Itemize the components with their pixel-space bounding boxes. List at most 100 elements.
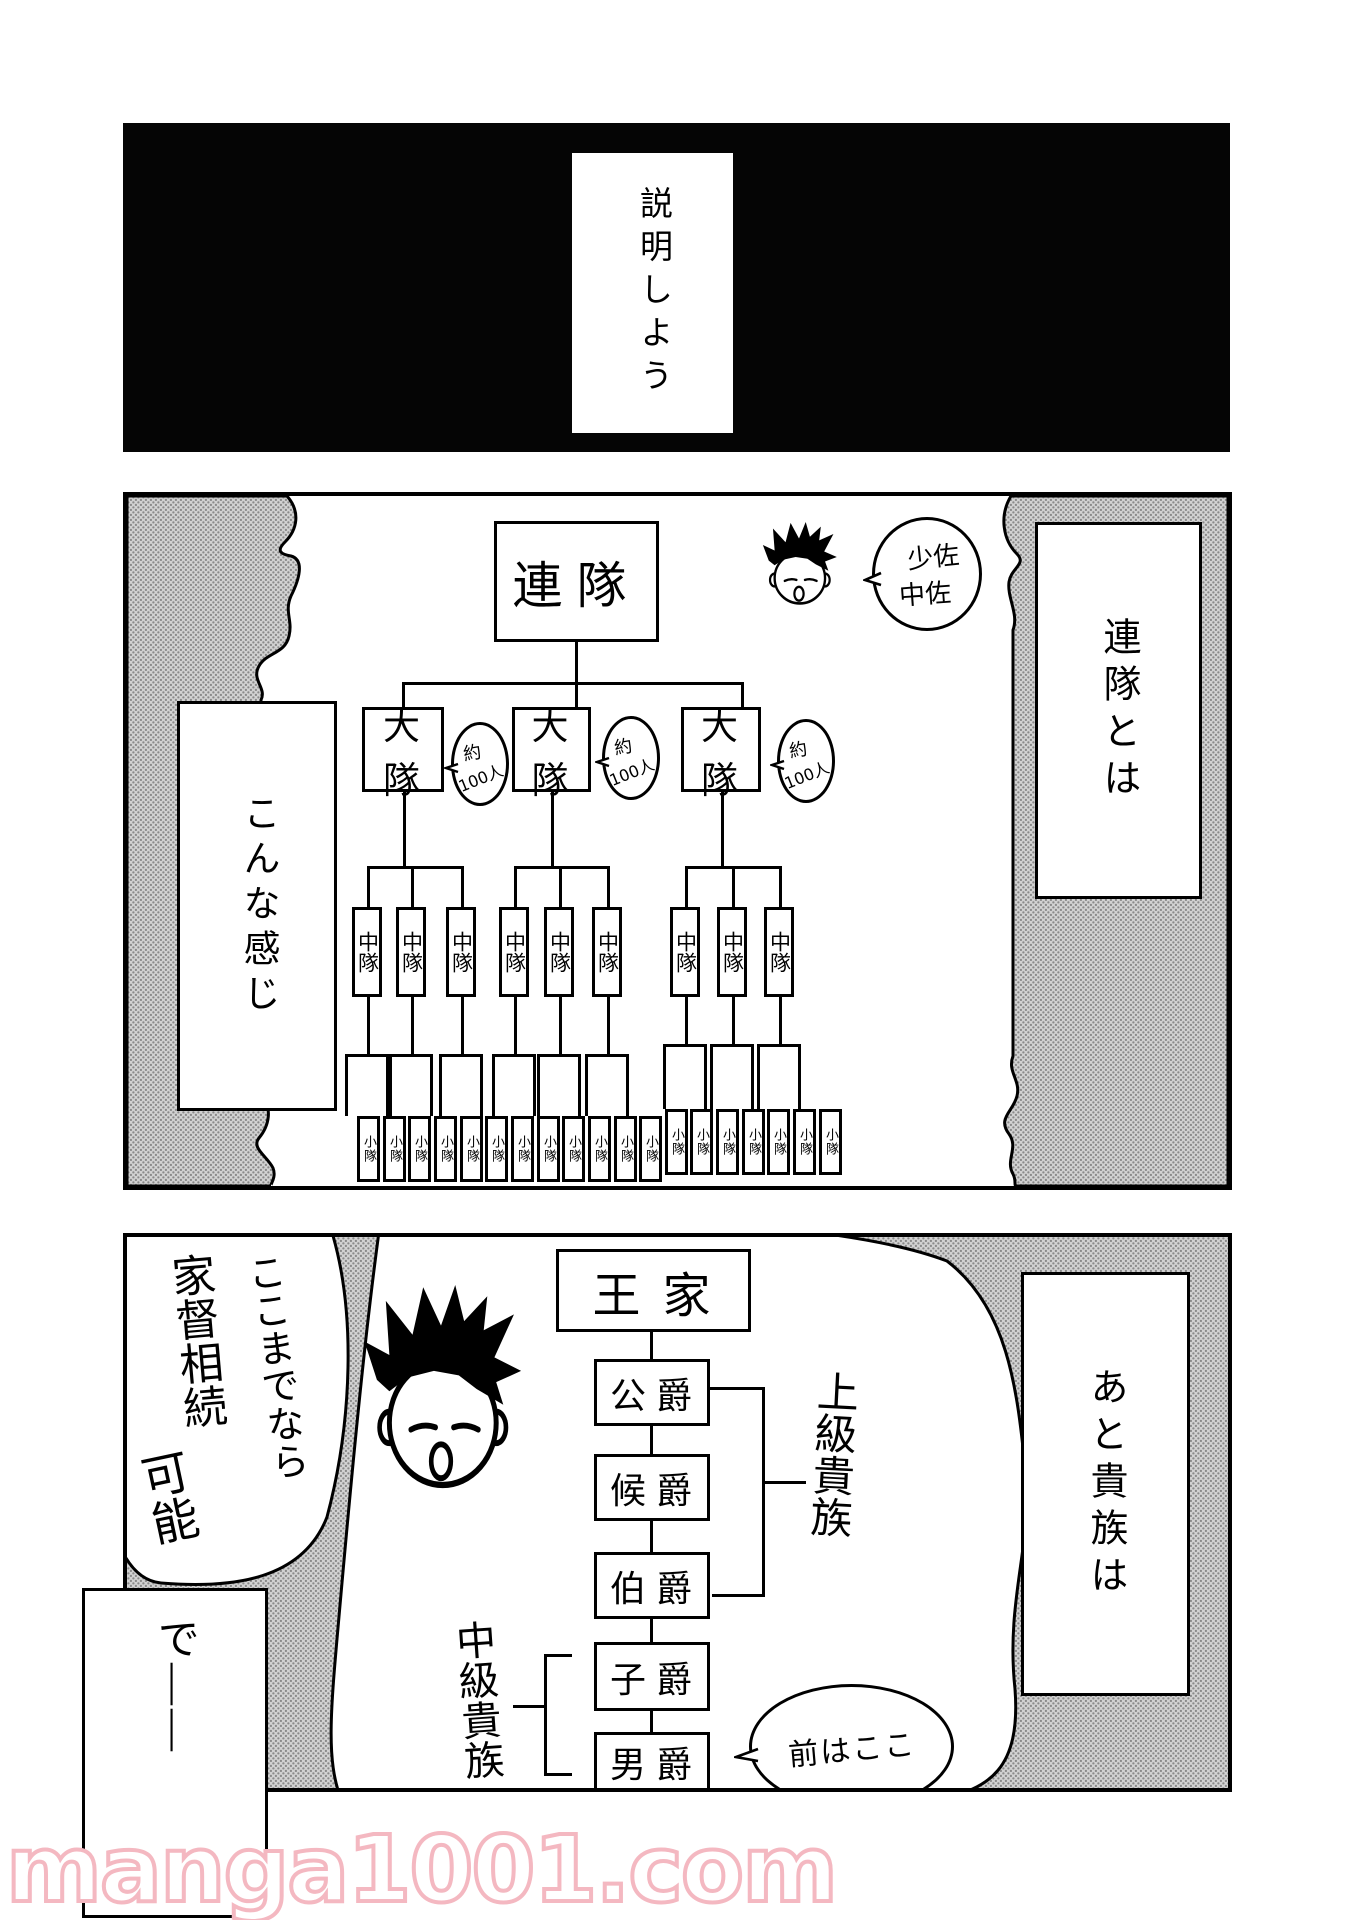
connector-line (650, 1426, 653, 1454)
bracket-line (762, 1387, 765, 1597)
character-face-small (757, 522, 841, 618)
bubble-tail-icon (770, 759, 785, 771)
connector-line (559, 866, 562, 907)
fork-stem (411, 997, 414, 1054)
platoon-box: 小隊 (793, 1109, 816, 1175)
fork-stem (685, 997, 688, 1044)
chibi-face-icon (352, 1285, 530, 1511)
fork-prong (345, 1054, 348, 1116)
upper-nobility-label: 上級貴族 (802, 1368, 861, 1540)
platoon-box: 小隊 (408, 1116, 431, 1182)
connector-line (732, 866, 735, 907)
fork-bar (439, 1054, 483, 1057)
platoon-box: 小隊 (357, 1116, 380, 1182)
platoon-box: 小隊 (742, 1109, 765, 1175)
company-box: 中隊 (544, 907, 574, 997)
fork-prong (578, 1054, 581, 1116)
fork-prong (480, 1054, 483, 1116)
company-box: 中隊 (670, 907, 700, 997)
fork-bar (537, 1054, 581, 1057)
fork-prong (389, 1054, 392, 1116)
connector-line (402, 682, 744, 685)
fork-stem (732, 997, 735, 1044)
bracket-line (762, 1481, 806, 1484)
fork-prong (439, 1054, 442, 1116)
fork-prong (663, 1044, 666, 1109)
note-bubble-tail-icon (734, 1747, 759, 1763)
fork-prong (492, 1054, 495, 1116)
note-bubble-before-here: 前はここ (734, 1684, 954, 1788)
fork-prong (626, 1054, 629, 1116)
rank-box: 伯爵 (594, 1552, 710, 1619)
note-100-people: 100人 (606, 754, 657, 790)
fork-prong (386, 1054, 389, 1116)
caption-box-what-is-regiment: 連隊とは (1035, 522, 1202, 899)
connector-line (650, 1521, 653, 1552)
note-bubble-text: 前はここ (786, 1726, 918, 1773)
connector-line (779, 866, 782, 907)
caption-box-like-this: こんな感じ (177, 701, 337, 1111)
company-box: 中隊 (717, 907, 747, 997)
fork-bar (345, 1054, 389, 1057)
aside-box-de: で―― (82, 1588, 268, 1918)
aside-de-text: で―― (151, 1617, 198, 1755)
company-box: 中隊 (764, 907, 794, 997)
fork-stem (514, 997, 517, 1054)
connector-line (367, 866, 370, 907)
connector-line (411, 866, 414, 907)
rank-box: 候爵 (594, 1454, 710, 1521)
fork-prong (430, 1054, 433, 1116)
connector-line (685, 866, 688, 907)
caption-what-is-regiment-text: 連隊とは (1097, 616, 1139, 805)
caption-explain-text: 説明しよう (634, 185, 671, 401)
connector-line (741, 682, 744, 710)
battalion-box: 大隊 (362, 705, 444, 802)
fork-stem (607, 997, 610, 1054)
speech-bubble-ranks: 少佐 中佐 (863, 517, 982, 631)
battalion-box: 大隊 (512, 705, 591, 802)
connector-line (514, 866, 517, 907)
fork-prong (533, 1054, 536, 1116)
caption-box-about-nobles: あと貴族は (1021, 1272, 1190, 1696)
fork-prong (751, 1044, 754, 1109)
connector-line (650, 1332, 653, 1359)
platoon-box: 小隊 (485, 1116, 508, 1182)
fork-bar (663, 1044, 707, 1047)
site-watermark: manga1001.com (4, 1814, 840, 1920)
fork-bar (757, 1044, 801, 1047)
connector-line (402, 682, 405, 710)
note-about: 約 (787, 738, 809, 763)
platoon-box: 小隊 (537, 1116, 560, 1182)
platoon-box: 小隊 (690, 1109, 713, 1175)
connector-line (650, 1711, 653, 1732)
chibi-face-icon (757, 522, 841, 614)
panel-top-black: 説明しよう (123, 123, 1230, 452)
connector-line (367, 866, 464, 869)
caption-about-nobles-text: あと貴族は (1084, 1366, 1126, 1602)
bracket-line (712, 1594, 765, 1597)
connector-line (721, 792, 724, 866)
platoon-box: 小隊 (767, 1109, 790, 1175)
speech-rank-line2: 中佐 (898, 578, 953, 612)
speech-rank-line1: 少佐 (905, 540, 961, 576)
nobility-org-chart: 王家 上級貴族 中級貴族 前はここ 公爵候爵伯爵子爵男爵 (127, 1237, 1228, 1788)
platoon-box: 小隊 (434, 1116, 457, 1182)
platoon-box: 小隊 (614, 1116, 637, 1182)
connector-line (575, 642, 578, 682)
note-100-people: 100人 (781, 757, 832, 793)
fork-stem (559, 997, 562, 1054)
fork-prong (710, 1044, 713, 1109)
royal-family-root-box: 王家 (556, 1249, 751, 1332)
bracket-line (513, 1705, 547, 1708)
rank-box: 公爵 (594, 1359, 710, 1426)
connector-line (607, 866, 610, 907)
platoon-box: 小隊 (819, 1109, 842, 1175)
bracket-line (544, 1773, 572, 1776)
platoon-box: 小隊 (511, 1116, 534, 1182)
connector-line (551, 792, 554, 866)
